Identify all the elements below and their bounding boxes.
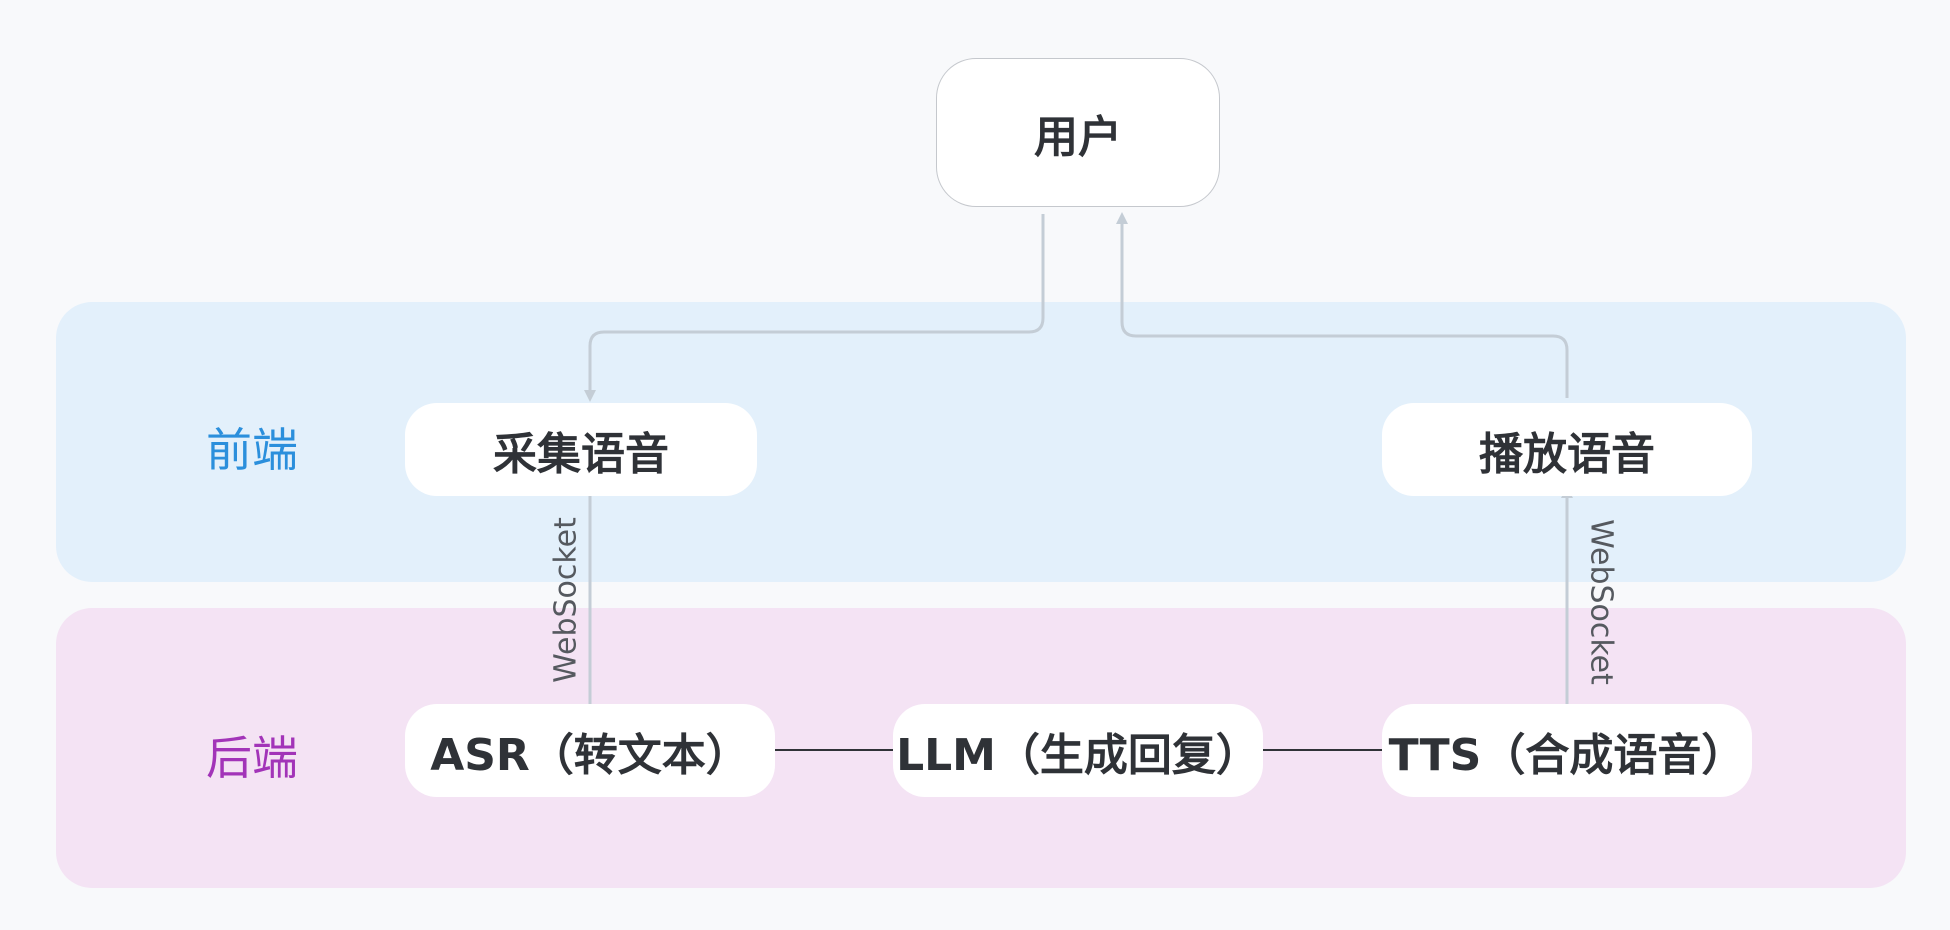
node-llm: LLM（生成回复）: [893, 704, 1263, 797]
frontend-lane-label: 前端: [206, 423, 298, 477]
node-capture-voice: 采集语音: [405, 403, 757, 496]
node-user: 用户: [936, 58, 1220, 207]
node-play-voice: 播放语音: [1382, 403, 1752, 496]
node-tts: TTS（合成语音）: [1382, 704, 1752, 797]
node-asr: ASR（转文本）: [405, 704, 775, 797]
backend-lane-label: 后端: [206, 731, 298, 785]
